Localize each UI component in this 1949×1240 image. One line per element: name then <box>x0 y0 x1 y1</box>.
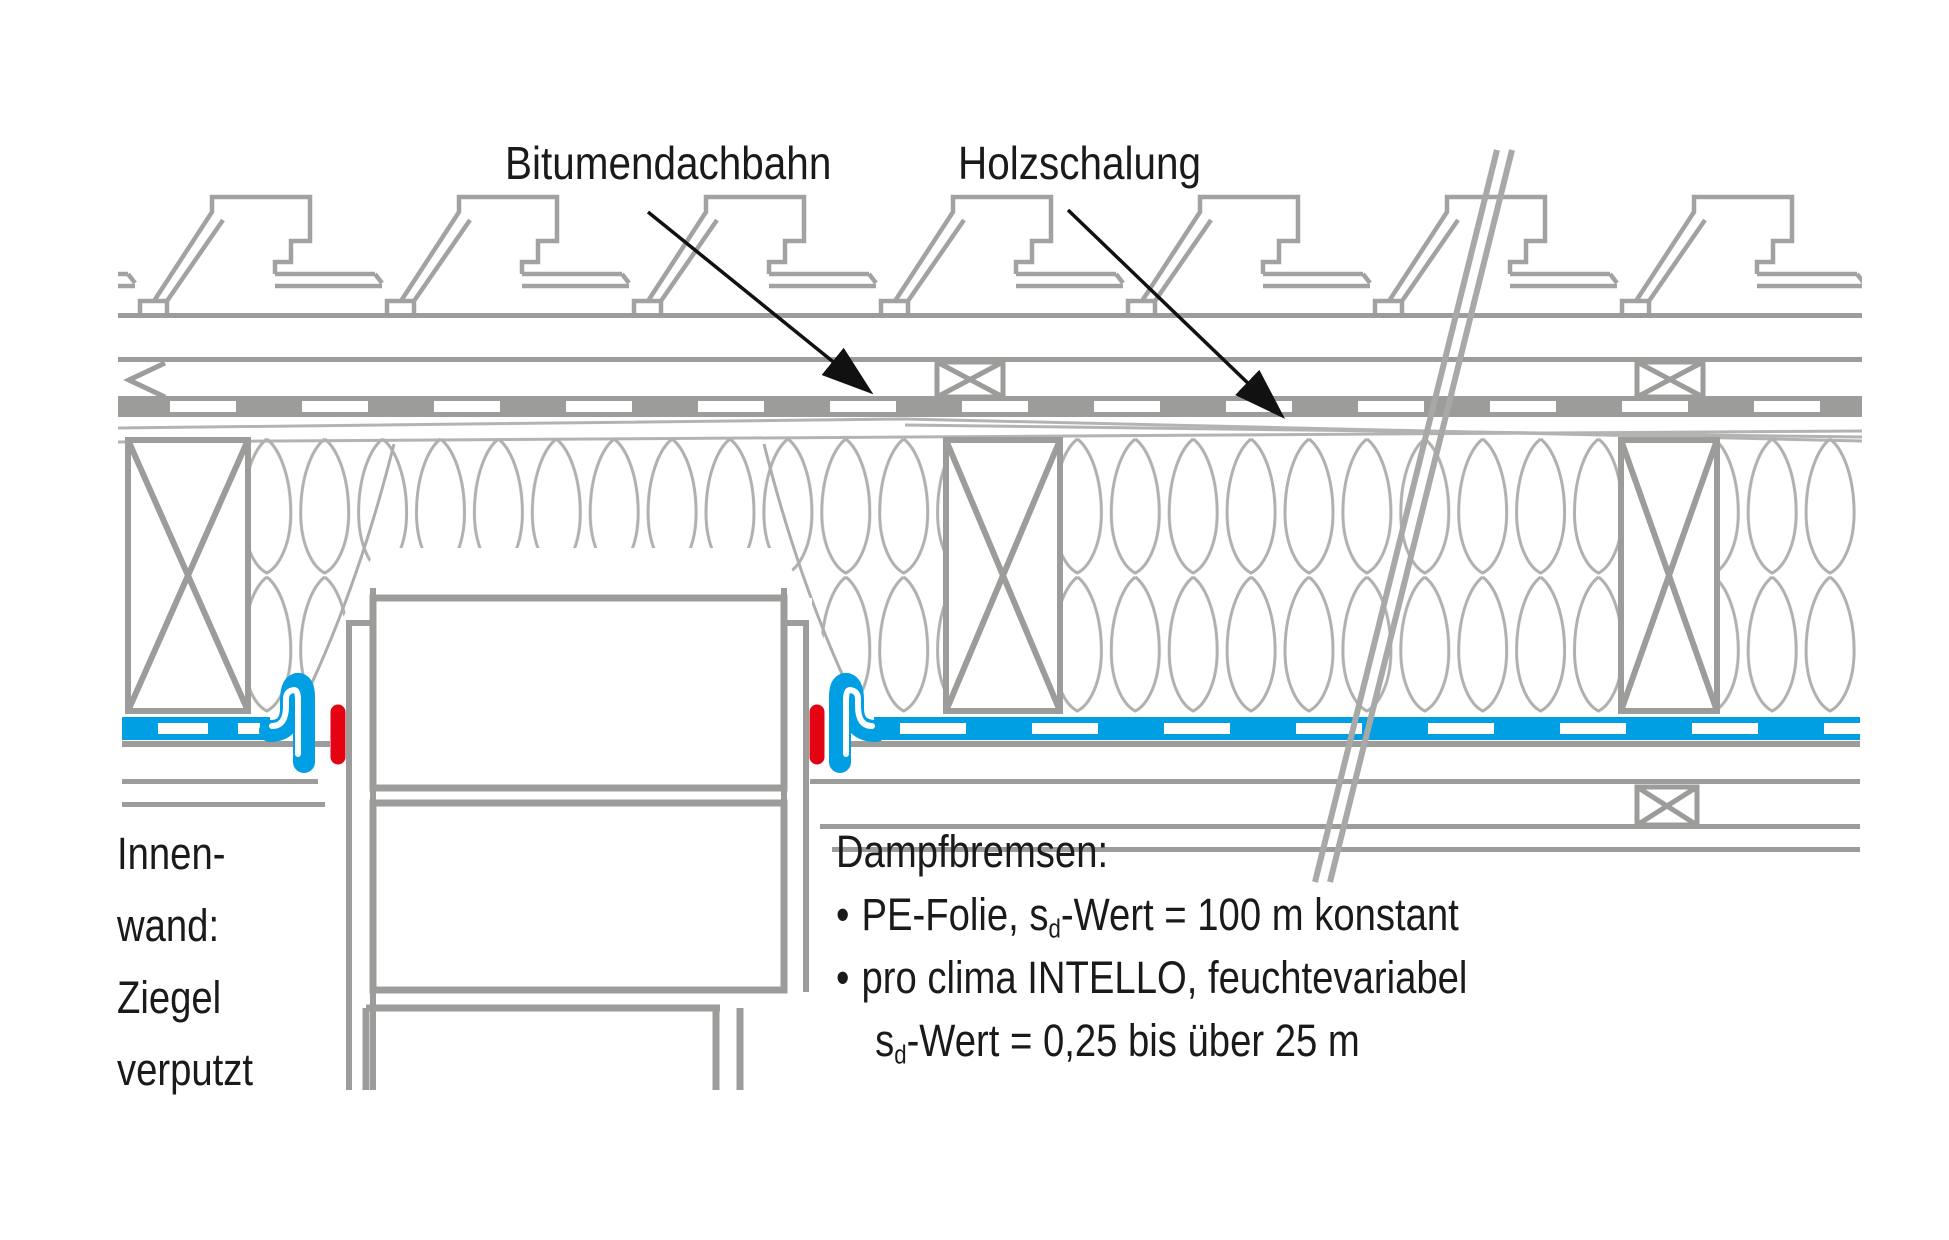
sd-subscript: d <box>894 1039 907 1070</box>
wall-note-line: Innen- <box>117 828 226 879</box>
legend-item-1-text: PE-Folie, s <box>861 889 1049 940</box>
wall-note: Innen- wand: Ziegel verputzt <box>117 818 253 1106</box>
ceiling-batten-cross-icon <box>1634 784 1700 828</box>
legend-heading: Dampfbremsen: <box>836 826 1109 877</box>
bitumen-membrane-layer <box>118 396 1862 417</box>
legend-item-2-line-2-text: s <box>875 1015 895 1066</box>
wall-note-line: wand: <box>117 900 220 951</box>
leader-arrow-holzschalung <box>1066 208 1286 419</box>
rafter-cross-left <box>125 437 251 714</box>
wall-note-line: Ziegel <box>117 972 222 1023</box>
wall-plaster-right <box>781 620 809 992</box>
counter-batten-cross-icon-2 <box>1634 359 1706 400</box>
vent-chevron-icon <box>123 360 167 400</box>
roof-tiles <box>0 197 1949 316</box>
vapor-barrier-hook-right <box>829 672 887 773</box>
legend-item-2-text: pro clima INTELLO, feuchtevariabel <box>861 952 1468 1003</box>
rafter-cross-middle <box>943 437 1063 714</box>
leader-arrow-bitumendachbahn <box>646 210 874 395</box>
legend-item-2-line-2-text: -Wert = 0,25 bis über 25 m <box>906 1015 1360 1066</box>
legend: Dampfbremsen: •PE-Folie, sd-Wert = 100 m… <box>836 820 1467 1072</box>
counter-batten-layer <box>118 357 1862 400</box>
ceiling-lining-right <box>810 741 1860 852</box>
bullet-icon: • <box>836 889 850 940</box>
sd-subscript: d <box>1048 913 1061 944</box>
label-holzschalung: Holzschalung <box>958 137 1202 189</box>
vapor-barrier-left <box>122 717 270 740</box>
rafter-cross-right <box>1618 437 1720 714</box>
label-bitumendachbahn: Bitumendachbahn <box>505 137 832 189</box>
legend-item-1-text: -Wert = 100 m konstant <box>1060 889 1459 940</box>
wall-note-line: verputzt <box>117 1044 254 1095</box>
legend-item-2-line-2: sd-Wert = 0,25 bis über 25 m <box>836 1009 1467 1072</box>
legend-item-2: •pro clima INTELLO, feuchtevariabel <box>836 946 1467 1009</box>
section-break-line <box>1312 149 1515 883</box>
vapor-barrier-hook-left <box>259 672 315 773</box>
bullet-icon: • <box>836 952 850 1003</box>
interior-wall <box>346 588 812 1092</box>
ceiling-lining-left <box>122 741 330 807</box>
tile-batten-line <box>118 313 1862 318</box>
counter-batten-cross-icon-1 <box>934 359 1006 400</box>
legend-item-1: •PE-Folie, sd-Wert = 100 m konstant <box>836 883 1467 946</box>
